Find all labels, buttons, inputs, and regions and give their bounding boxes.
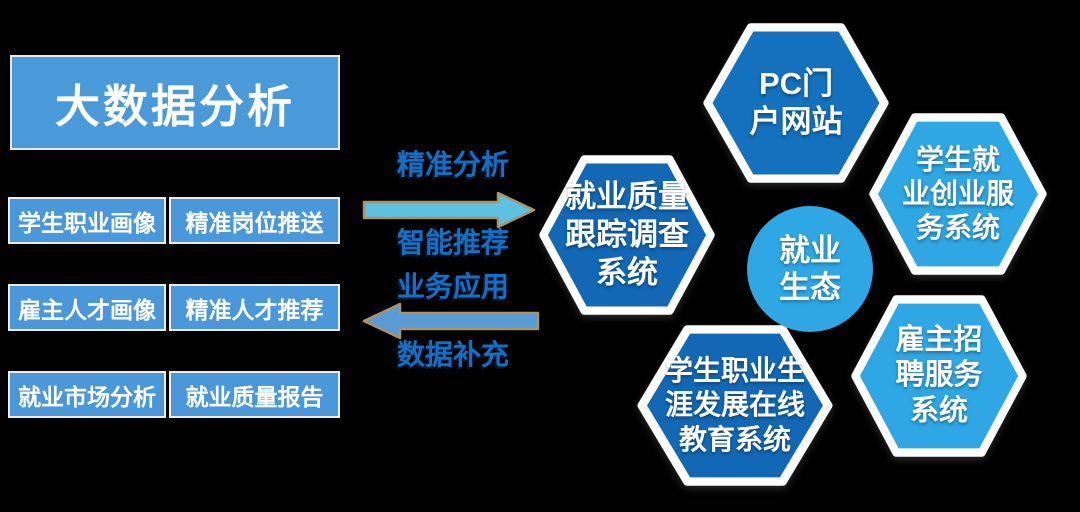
hexagon-label: 学生就 业创业服 务系统 [901, 143, 1014, 244]
hexagon-student-employment-service: 学生就 业创业服 务系统 [868, 110, 1048, 278]
hexagon-shape [703, 23, 889, 183]
hexagon-label: 就业质量 跟踪调查 系统 [565, 179, 689, 290]
cell-job-push: 精准岗位推送 [169, 197, 340, 244]
cell-talent-recommend: 精准人才推荐 [169, 284, 340, 331]
page-title: 大数据分析 [54, 81, 295, 132]
employment-ecosystem-circle: 就业 生态 [747, 206, 873, 332]
cell-student-profile: 学生职业画像 [8, 197, 167, 244]
analysis-row-1: 学生职业画像 精准岗位推送 [8, 197, 340, 244]
hexagon-shape [851, 295, 1027, 457]
flow-label-precise-analysis: 精准分析 [396, 149, 509, 180]
flow-label-business-application: 业务应用 [396, 271, 509, 302]
hexagon-shape [539, 155, 715, 315]
hexagon-shape [637, 325, 833, 486]
hexagon-employer-recruiting-service: 雇主招 聘服务 系统 [850, 292, 1028, 460]
cell-market-analysis: 就业市场分析 [8, 371, 167, 418]
cell-quality-report: 就业质量报告 [169, 371, 340, 418]
hexagon-career-online-education: 学生职业生 涯发展在线 教育系统 [636, 322, 834, 489]
hexagon-employment-quality-tracking: 就业质量 跟踪调查 系统 [538, 152, 716, 318]
hexagon-label: PC门 户网站 [749, 66, 843, 139]
flow-label-data-supplement: 数据补充 [396, 339, 509, 370]
hexagon-label: 学生职业生 涯发展在线 教育系统 [664, 355, 805, 455]
analysis-row-3: 就业市场分析 就业质量报告 [8, 371, 340, 418]
analysis-row-2: 雇主人才画像 精准人才推荐 [8, 284, 340, 331]
title-box: 大数据分析 [10, 55, 340, 150]
hexagon-pc-portal: PC门 户网站 [702, 20, 890, 186]
hexagon-label: 雇主招 聘服务 系统 [895, 323, 983, 427]
flow-label-smart-recommend: 智能推荐 [396, 227, 509, 258]
right-arrow-icon [362, 191, 536, 229]
cell-employer-profile: 雇主人才画像 [8, 284, 167, 331]
left-arrow-icon [362, 302, 540, 340]
hexagon-shape [869, 113, 1047, 275]
